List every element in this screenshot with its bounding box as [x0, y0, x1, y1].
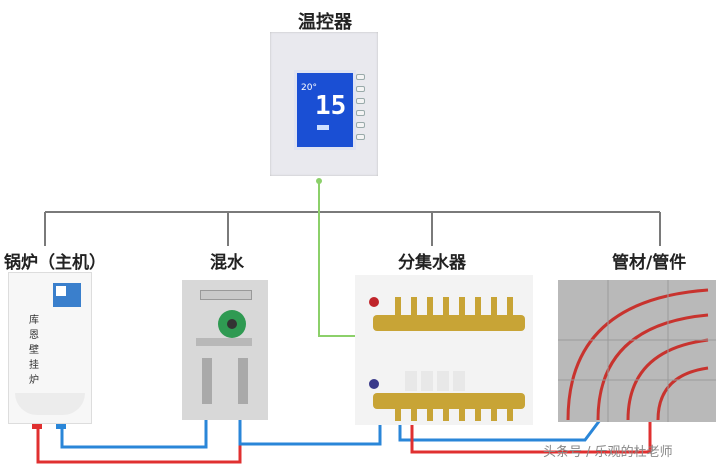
manifold-actuators — [405, 371, 469, 391]
boiler-image: 库恩壁挂炉 — [8, 272, 92, 424]
thermostat-button — [356, 86, 365, 92]
thermostat-screen: 20° 15 — [294, 70, 356, 150]
watermark: 头条号 / 乐观的杜老师 — [543, 445, 673, 460]
mixer-pipe-mid — [196, 338, 252, 346]
boiler-qr — [56, 286, 66, 296]
manifold-red-valve — [369, 297, 379, 307]
manifold-bottom-bar — [373, 393, 525, 409]
boiler-base — [15, 393, 85, 415]
mixer-pipe-left — [202, 358, 212, 404]
thermostat-temp-small: 20° — [301, 83, 317, 93]
diagram-title: 温控器 — [298, 12, 352, 33]
mixer-image — [182, 280, 268, 420]
pipe-manifold-floor-return — [398, 419, 602, 442]
label-mixer: 混水 — [210, 253, 244, 273]
manifold-top-outlets — [395, 297, 519, 315]
thermostat-button — [356, 110, 365, 116]
pipe-manifold-floor-supply — [410, 420, 652, 454]
thermostat-status-icon — [317, 125, 329, 130]
mixer-pipe-right — [238, 358, 248, 404]
thermostat-temp-big: 15 — [315, 91, 347, 121]
label-manifold: 分集水器 — [398, 253, 466, 273]
pipe-mixer-manifold — [238, 420, 382, 446]
manifold-image — [355, 275, 533, 425]
floor-pipes-image — [558, 280, 716, 422]
boiler-cold-valve — [56, 420, 66, 429]
thermostat-button — [356, 74, 365, 80]
cold-pipe-boiler-mixer — [60, 395, 208, 449]
boiler-hot-valve — [32, 420, 42, 429]
manifold-blue-valve — [369, 379, 379, 389]
control-line — [318, 181, 370, 337]
thermostat-button — [356, 134, 365, 140]
manifold-top-bar — [373, 315, 525, 331]
label-boiler: 锅炉（主机） — [4, 253, 106, 273]
floor-pipe-pattern — [558, 280, 716, 422]
mixer-pump-center — [227, 319, 237, 329]
thermostat-button — [356, 98, 365, 104]
boiler-brand-text: 库恩壁挂炉 — [29, 315, 39, 386]
manifold-bottom-outlets — [395, 409, 519, 421]
thermostat-button — [356, 122, 365, 128]
label-pipes: 管材/管件 — [612, 253, 687, 273]
mixer-pipe-top — [200, 290, 252, 300]
